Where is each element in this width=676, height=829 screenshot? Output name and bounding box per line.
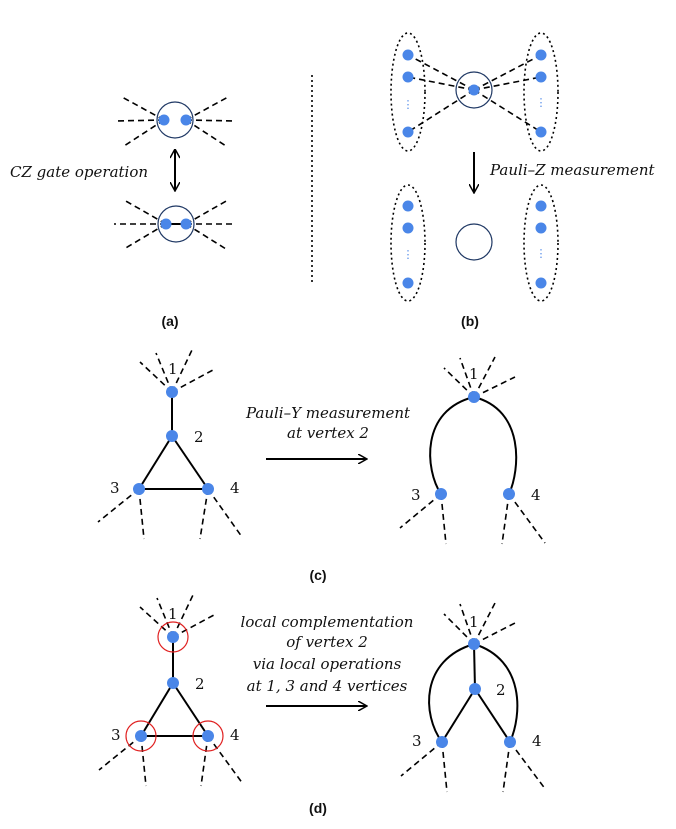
measured-qubit-node: [468, 84, 480, 96]
right-group: [523, 32, 559, 152]
qubit-node: [402, 126, 414, 138]
panel-a: CZ gate operation (a): [10, 96, 237, 329]
panel-c-after-graph: 1 3 4: [399, 356, 546, 545]
ellipsis-dots: ⋮: [536, 96, 547, 109]
vertex-2: [166, 430, 178, 442]
qubit-node: [535, 49, 547, 61]
panel-b-before: ⋮ ⋮: [390, 32, 559, 152]
vertex-1: [166, 386, 178, 398]
ellipsis-dots: ⋮: [403, 98, 414, 111]
vertex-label-1: 1: [469, 613, 479, 631]
qubit-ring: [156, 101, 194, 139]
qubit-node: [535, 277, 547, 289]
vertex-label-3: 3: [111, 726, 121, 744]
qubit-node: [402, 71, 414, 83]
qubit-node: [402, 200, 414, 212]
vertex-label-2: 2: [496, 681, 506, 699]
vertex-2: [167, 677, 179, 689]
vertex-label-3: 3: [411, 486, 421, 504]
vertex-3: [436, 736, 448, 748]
vertex-label-2: 2: [195, 675, 205, 693]
vertex-label-1: 1: [168, 605, 178, 623]
removed-qubit-ring: [455, 223, 493, 261]
vertex-3: [435, 488, 447, 500]
caption-c: (c): [309, 567, 326, 583]
caption-d: (d): [309, 800, 327, 816]
pauli-y-label-line2: at vertex 2: [287, 424, 369, 442]
panel-d-before-graph: 1 2 3 4: [98, 594, 244, 787]
local-op-ring-1: [157, 621, 189, 653]
qubit-node: [180, 114, 192, 126]
vertex-label-1: 1: [469, 365, 479, 383]
cz-gate-label: CZ gate operation: [10, 163, 148, 181]
vertex-1: [468, 638, 480, 650]
panel-d: 1 2 3 4 local complementation of vertex …: [98, 594, 547, 816]
panel-c-before-graph: 1 2 3 4: [97, 349, 243, 540]
qubit-node: [535, 200, 547, 212]
vertex-label-3: 3: [110, 479, 120, 497]
ellipsis-dots: ⋮: [536, 247, 547, 260]
vertex-1: [468, 391, 480, 403]
local-comp-line3: via local operations: [253, 655, 402, 673]
local-op-ring-4: [192, 720, 224, 752]
caption-b: (b): [461, 313, 479, 329]
caption-a: (a): [161, 313, 178, 329]
local-op-ring-3: [125, 720, 157, 752]
qubit-node: [160, 218, 172, 230]
pauli-y-label-line1: Pauli–Y measurement: [245, 404, 411, 422]
qubit-node: [535, 126, 547, 138]
vertex-label-1: 1: [168, 360, 178, 378]
panel-a-bottom-pair: [114, 199, 236, 250]
vertex-1: [167, 631, 179, 643]
qubit-node: [158, 114, 170, 126]
qubit-node: [535, 222, 547, 234]
vertex-4: [503, 488, 515, 500]
panel-d-after-graph: 1 2 3 4: [400, 602, 547, 793]
left-group: [390, 32, 426, 152]
vertex-4: [202, 483, 214, 495]
panel-c: 1 2 3 4 Pauli–Y measurement at vertex 2 …: [97, 349, 546, 583]
vertex-2: [469, 683, 481, 695]
local-comp-line2: of vertex 2: [286, 633, 368, 651]
left-group: [390, 184, 426, 302]
vertex-label-2: 2: [194, 428, 204, 446]
vertex-3: [135, 730, 147, 742]
vertex-3: [133, 483, 145, 495]
local-comp-line4: at 1, 3 and 4 vertices: [247, 677, 408, 695]
qubit-node: [402, 277, 414, 289]
vertex-4: [202, 730, 214, 742]
ellipsis-dots: ⋮: [403, 248, 414, 261]
local-comp-line1: local complementation: [241, 613, 414, 631]
qubit-ring: [157, 205, 195, 243]
pauli-z-label: Pauli–Z measurement: [489, 161, 656, 179]
vertex-label-4: 4: [230, 479, 240, 497]
panel-a-top-pair: [113, 96, 237, 147]
right-group: [523, 184, 559, 302]
qubit-node: [180, 218, 192, 230]
panel-b-after: ⋮ ⋮: [390, 184, 559, 302]
qubit-node: [402, 222, 414, 234]
vertex-label-4: 4: [531, 486, 541, 504]
measured-qubit-ring: [455, 71, 493, 109]
vertex-4: [504, 736, 516, 748]
qubit-node: [402, 49, 414, 61]
panel-b: ⋮ ⋮ Pauli–Z measurement ⋮ ⋮ (b): [390, 32, 656, 329]
vertex-label-4: 4: [532, 732, 542, 750]
qubit-node: [535, 71, 547, 83]
vertex-label-3: 3: [412, 732, 422, 750]
vertex-label-4: 4: [230, 726, 240, 744]
